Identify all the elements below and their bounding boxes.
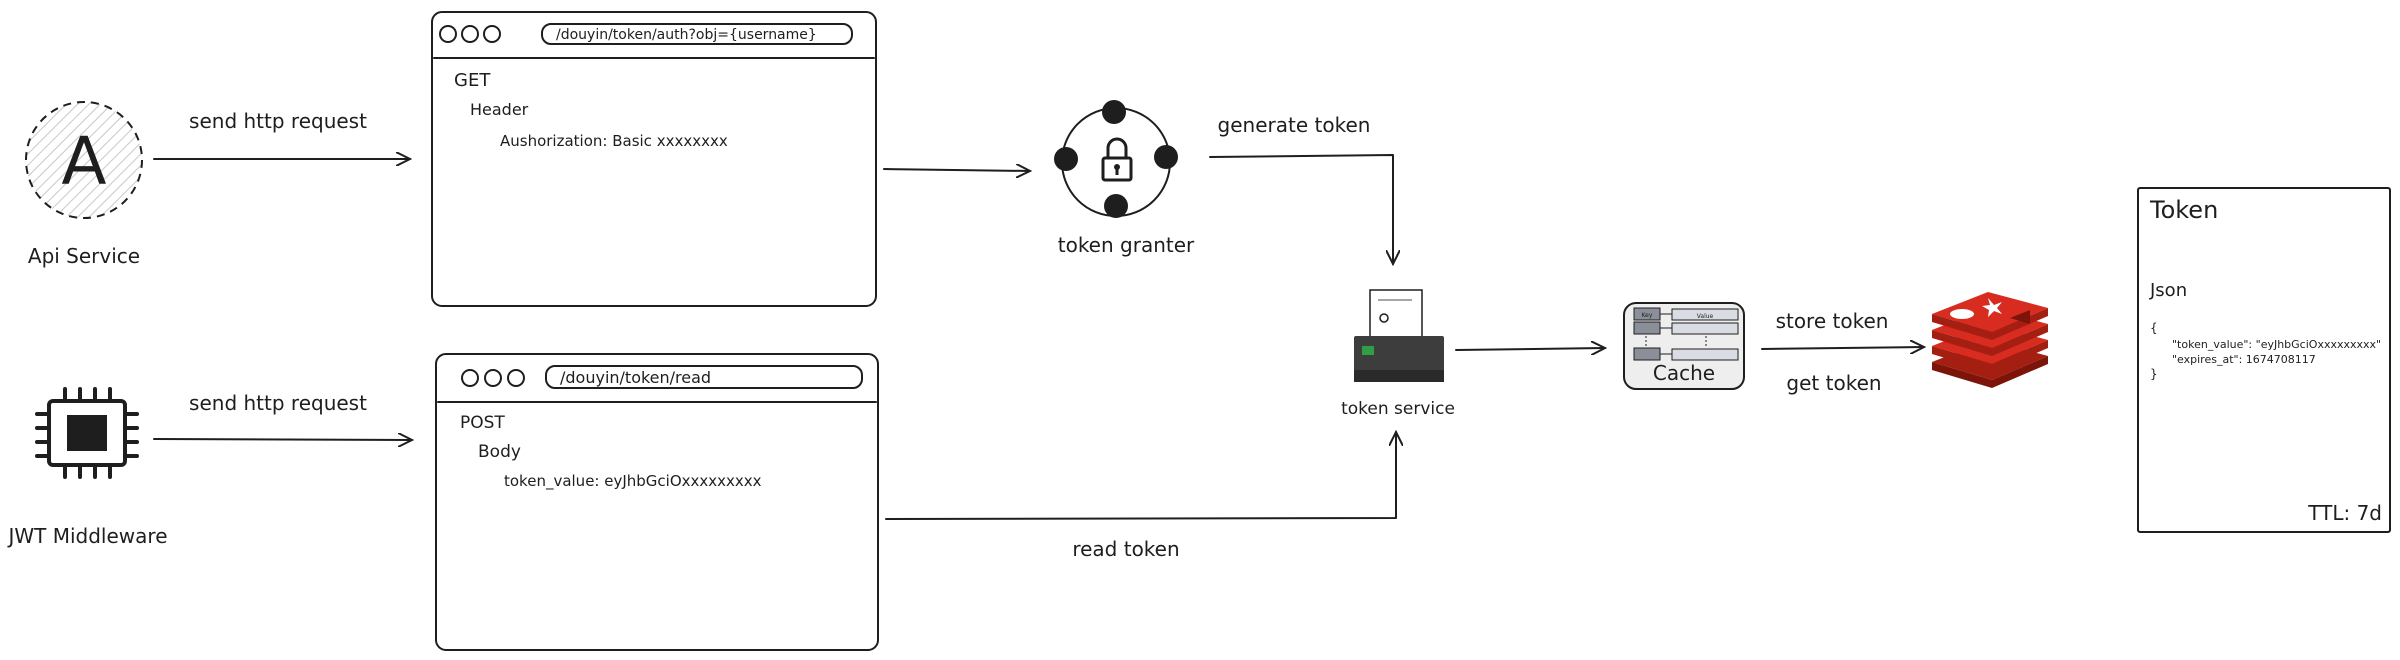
token-card-subtitle: Json (2149, 280, 2187, 301)
read-url-bar (545, 365, 863, 389)
arrow-to-cache (1455, 348, 1605, 350)
chip-icon (35, 387, 139, 479)
token-json-open: { (2150, 321, 2158, 335)
auth-section: Header (470, 100, 529, 119)
token-json-close: } (2150, 367, 2158, 381)
token-granter-label: token granter (1058, 233, 1195, 257)
auth-url-bar (541, 23, 853, 45)
window-controls (461, 369, 525, 387)
api-service-circle (25, 101, 143, 219)
redis-icon (1932, 292, 2048, 388)
get-token-label: get token (1786, 371, 1881, 395)
cache-table (1633, 307, 1739, 361)
window-controls (439, 25, 501, 43)
arrow-send-request-top: send http request (153, 109, 410, 159)
arrow-store-token: store token get token (1761, 309, 1924, 395)
read-field: token_value: eyJhbGciOxxxxxxxxx (504, 472, 762, 491)
token-service-label: token service (1341, 399, 1455, 419)
token-ttl: TTL: 7d (2307, 501, 2382, 525)
auth-url: /douyin/token/auth?obj={username} (556, 27, 817, 43)
granter-node-top (1102, 100, 1126, 124)
auth-method: GET (454, 70, 491, 91)
arrow-to-granter (883, 169, 1030, 171)
generate-token-label: generate token (1218, 113, 1371, 137)
cache-node: Key Value Cache (1623, 302, 1745, 390)
auth-request-window: /douyin/token/auth?obj={username} GET He… (431, 11, 877, 307)
granter-node-right (1154, 145, 1178, 169)
store-token-label: store token (1776, 309, 1889, 333)
auth-window-frame (431, 11, 877, 307)
read-window-frame (435, 353, 879, 651)
token-granter-node: token granter (1054, 100, 1195, 257)
read-method: POST (460, 413, 505, 433)
granter-node-left (1054, 147, 1078, 171)
send-request-bottom-label: send http request (189, 391, 367, 415)
granter-node-bottom (1104, 194, 1128, 218)
arrow-read-token: read token (885, 432, 1396, 561)
cache-key-text: Key (1642, 312, 1653, 319)
token-json-line1: "token_value": "eyJhbGciOxxxxxxxxx" (2172, 338, 2381, 351)
read-url: /douyin/token/read (560, 368, 711, 387)
auth-field: Aushorization: Basic xxxxxxxx (500, 132, 728, 150)
cache-value-text: Value (1697, 313, 1714, 320)
arrow-generate-token: generate token (1209, 113, 1393, 264)
token-service-node: token service (1341, 289, 1455, 419)
read-token-label: read token (1072, 537, 1179, 561)
arrow-send-request-bottom: send http request (153, 391, 412, 440)
api-service-glyph: A (61, 123, 106, 200)
jwt-middleware-node: JWT Middleware (6, 387, 168, 548)
api-service-node: A Api Service (25, 101, 143, 268)
api-service-label: Api Service (28, 244, 140, 268)
token-json-line2: "expires_at": 1674708117 (2172, 353, 2316, 366)
printer-icon (1354, 289, 1444, 382)
read-section: Body (478, 442, 521, 462)
lock-icon (1101, 137, 1133, 182)
read-request-window: /douyin/token/read POST Body token_value… (435, 353, 879, 651)
token-card-frame (2137, 187, 2391, 533)
jwt-middleware-label: JWT Middleware (6, 524, 167, 548)
send-request-top-label: send http request (189, 109, 367, 133)
token-card: Token Json { "token_value": "eyJhbGciOxx… (2137, 187, 2391, 533)
cache-label: Cache (1653, 361, 1715, 385)
token-card-title: Token (2149, 196, 2218, 224)
